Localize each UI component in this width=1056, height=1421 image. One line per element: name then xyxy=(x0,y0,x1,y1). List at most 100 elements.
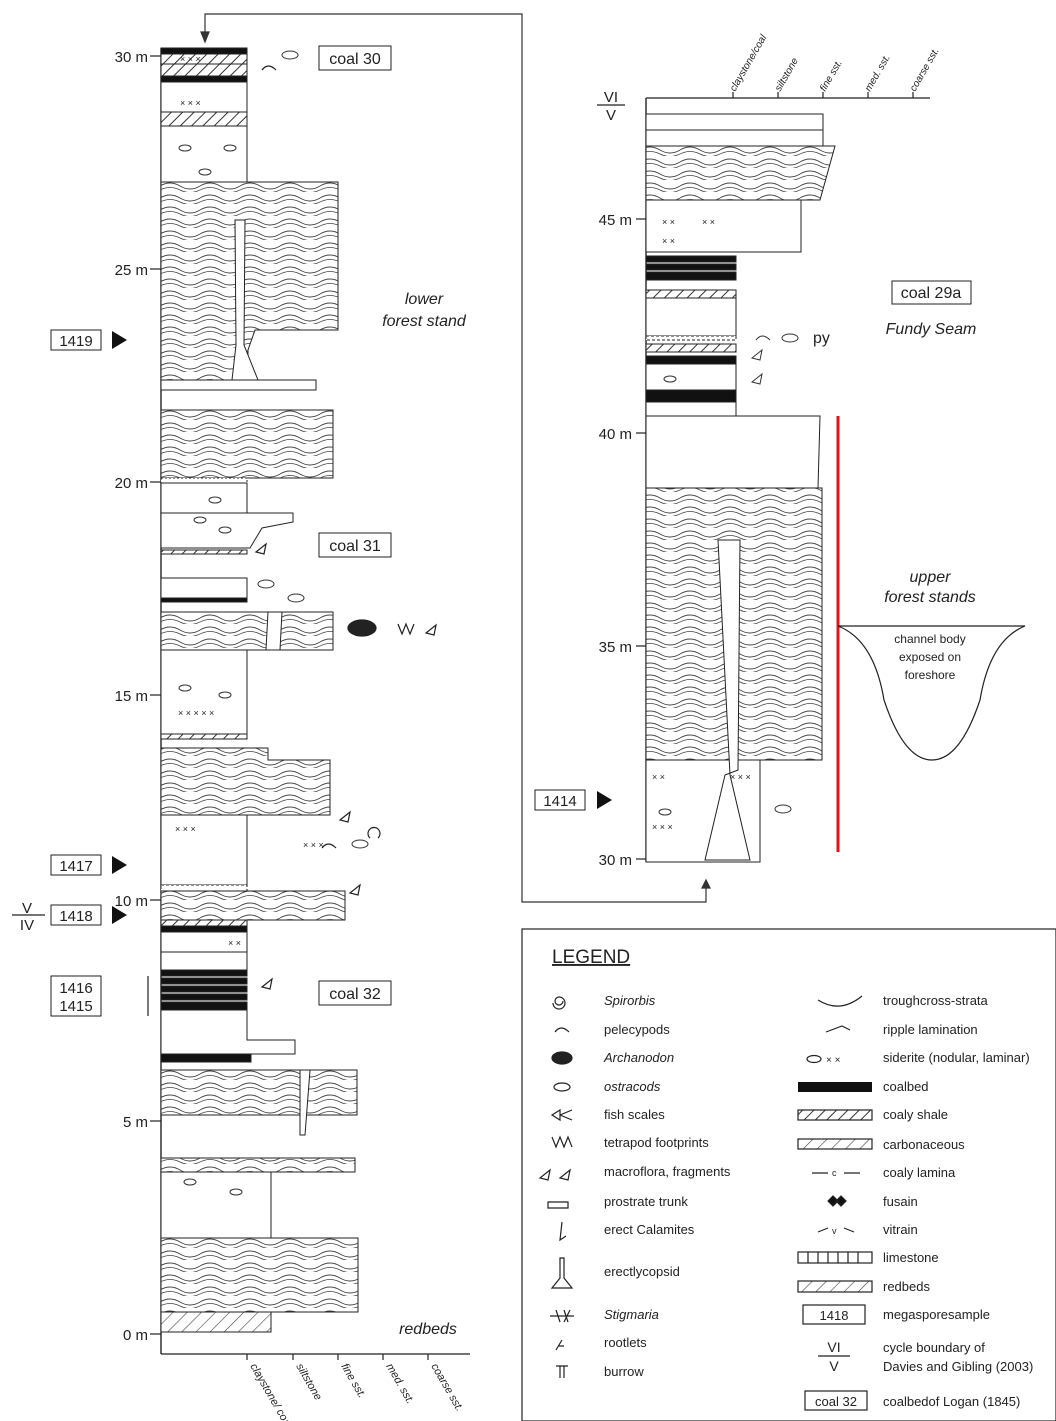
archanodon-icon xyxy=(552,1052,572,1064)
sample-1419-arrow-icon xyxy=(112,331,127,349)
sample-1418-label: 1418 xyxy=(59,908,92,925)
legend-left-label-stigmaria: Stigmaria xyxy=(604,1307,659,1322)
svg-text:× × ×: × × × xyxy=(175,824,196,834)
legend-coaly-lamina-mark: c xyxy=(832,1168,837,1178)
left-lithology xyxy=(161,48,358,1332)
legend-left-label-pelecypod: pelecypods xyxy=(604,1022,670,1037)
channel-text-line2: exposed on xyxy=(899,650,961,664)
legend-cycle-boundary-line2: Davies and Gibling (2003) xyxy=(883,1359,1033,1374)
coal-30-label: coal 30 xyxy=(329,51,381,68)
cycle-boundary-v-right: V xyxy=(606,107,616,124)
legend-right-label-cycle-boundary: cycle boundary of xyxy=(883,1340,985,1355)
svg-text:× × ×: × × × xyxy=(652,822,673,832)
legend-left-label-erect-calamites: erect Calamites xyxy=(604,1222,695,1237)
depth-label-40m: 40 m xyxy=(599,426,632,443)
legend-right-label-coaly-lamina: coaly lamina xyxy=(883,1165,956,1180)
legend-left-label-spirorbis: Spirorbis xyxy=(604,993,656,1008)
svg-text:× × × × ×: × × × × × xyxy=(178,708,214,718)
depth-label-25m: 25 m xyxy=(115,262,148,279)
left-grain-label-claystone: claystone/ coal xyxy=(247,1362,294,1421)
coal-31-label: coal 31 xyxy=(329,538,381,555)
right-grain-label-med: med. sst. xyxy=(863,53,893,94)
svg-text:× ×: × × xyxy=(662,217,675,227)
svg-text:× ×: × × xyxy=(662,236,675,246)
left-grain-label-coarse: coarse sst. xyxy=(428,1362,465,1414)
redbeds-annotation: redbeds xyxy=(399,1321,457,1338)
legend-left-label-archanodon: Archanodon xyxy=(603,1050,674,1065)
coal-29a-label: coal 29a xyxy=(901,285,962,302)
legend-right-label-megaspore-sample: megasporesample xyxy=(883,1307,990,1322)
fundy-seam-label: Fundy Seam xyxy=(886,321,977,338)
coaly-shale-icon xyxy=(798,1110,872,1120)
svg-text:× × ×: × × × xyxy=(730,772,751,782)
legend-left-label-erect-lycopsid: erectlycopsid xyxy=(604,1264,680,1279)
channel-body-diagram xyxy=(838,626,1025,760)
lower-forest-label-line1: lower xyxy=(405,291,444,308)
left-grain-label-fine: fine sst. xyxy=(338,1362,367,1401)
right-grain-label-coarse: coarse sst. xyxy=(908,46,942,93)
depth-label-20m: 20 m xyxy=(115,475,148,492)
legend-cycle-top: VI xyxy=(827,1339,840,1355)
legend-left-label-rootlet: rootlets xyxy=(604,1335,647,1350)
legend-right-label-redbeds: redbeds xyxy=(883,1279,930,1294)
sample-1415-label: 1415 xyxy=(59,998,92,1015)
svg-text:× × ×: × × × xyxy=(303,840,324,850)
sample-1416-label: 1416 xyxy=(59,980,92,997)
depth-label-30m-right: 30 m xyxy=(599,852,632,869)
legend-left-label-burrow: burrow xyxy=(604,1364,644,1379)
legend-left-label-tetrapod-footprint: tetrapod footprints xyxy=(604,1135,709,1150)
depth-label-45m: 45 m xyxy=(599,212,632,229)
depth-label-35m: 35 m xyxy=(599,639,632,656)
svg-text:× ×: × × xyxy=(652,772,665,782)
legend-siderite-marks: × × xyxy=(826,1055,841,1066)
right-grain-label-siltstone: siltstone xyxy=(773,56,801,94)
coal-32-label: coal 32 xyxy=(329,986,381,1003)
redbeds-icon xyxy=(798,1281,872,1292)
channel-text-line3: foreshore xyxy=(905,668,956,682)
legend-left-label-macroflora: macroflora, fragments xyxy=(604,1164,731,1179)
legend-coal-box-label: coal 32 xyxy=(815,1394,857,1409)
legend-right-label-coalbed: coalbed xyxy=(883,1079,929,1094)
legend-right-label-coal-label: coalbedof Logan (1845) xyxy=(883,1394,1020,1409)
svg-text:× ×: × × xyxy=(702,217,715,227)
sample-1419-label: 1419 xyxy=(59,333,92,350)
legend-right-label-trough-cross-strata: troughcross-strata xyxy=(883,993,989,1008)
legend-title: LEGEND xyxy=(552,947,630,968)
depth-label-30m: 30 m xyxy=(115,49,148,66)
sample-1414-arrow-icon xyxy=(597,791,612,809)
legend-right-label-siderite: siderite (nodular, laminar) xyxy=(883,1050,1030,1065)
legend-sample-box-label: 1418 xyxy=(820,1308,849,1323)
sample-1417-arrow-icon xyxy=(112,856,127,874)
legend-cycle-bottom: V xyxy=(829,1358,839,1374)
svg-text:× ×: × × xyxy=(228,938,241,948)
legend-left-label-prostrate-trunk: prostrate trunk xyxy=(604,1194,688,1209)
left-grain-label-siltstone: siltstone xyxy=(293,1362,324,1403)
lower-forest-label-line2: forest stand xyxy=(382,313,467,330)
carbonaceous-icon xyxy=(798,1139,872,1149)
left-grain-label-med: med. sst. xyxy=(383,1362,416,1407)
upper-forest-label-line2: forest stands xyxy=(884,589,976,606)
py-label: py xyxy=(813,330,830,347)
legend-vitrain-mark: v xyxy=(832,1226,837,1236)
svg-text:× × ×: × × × xyxy=(180,98,201,108)
cycle-boundary-vi: VI xyxy=(604,89,618,106)
svg-text:× × ×: × × × xyxy=(180,54,201,64)
channel-text-line1: channel body xyxy=(894,632,965,646)
legend-right-label-carbonaceous: carbonaceous xyxy=(883,1137,965,1152)
legend-right-label-ripple-lamination: ripple lamination xyxy=(883,1022,978,1037)
cycle-boundary-iv: IV xyxy=(20,917,34,934)
depth-label-0m: 0 m xyxy=(123,1327,148,1344)
sample-1417-label: 1417 xyxy=(59,858,92,875)
legend-right-label-coaly-shale: coaly shale xyxy=(883,1107,948,1122)
legend-panel: LEGEND Spirorbis pelecypodsArchanodon ostr… xyxy=(522,929,1056,1421)
legend-left-label-fish-scale: fish scales xyxy=(604,1107,665,1122)
legend-left-label-ostracod: ostracods xyxy=(604,1079,661,1094)
sample-1414-label: 1414 xyxy=(543,793,576,810)
legend-right-label-fusain: fusain xyxy=(883,1194,918,1209)
legend-right-label-limestone: limestone xyxy=(883,1250,939,1265)
left-section-column: 30 m 25 m 20 m 15 m 10 m 5 m 0 m xyxy=(12,46,470,1421)
legend-right-label-vitrain: vitrain xyxy=(883,1222,918,1237)
depth-label-5m: 5 m xyxy=(123,1114,148,1131)
right-section-column: 45 m 40 m 35 m 30 m VI V claystone/coal … xyxy=(535,32,1025,869)
